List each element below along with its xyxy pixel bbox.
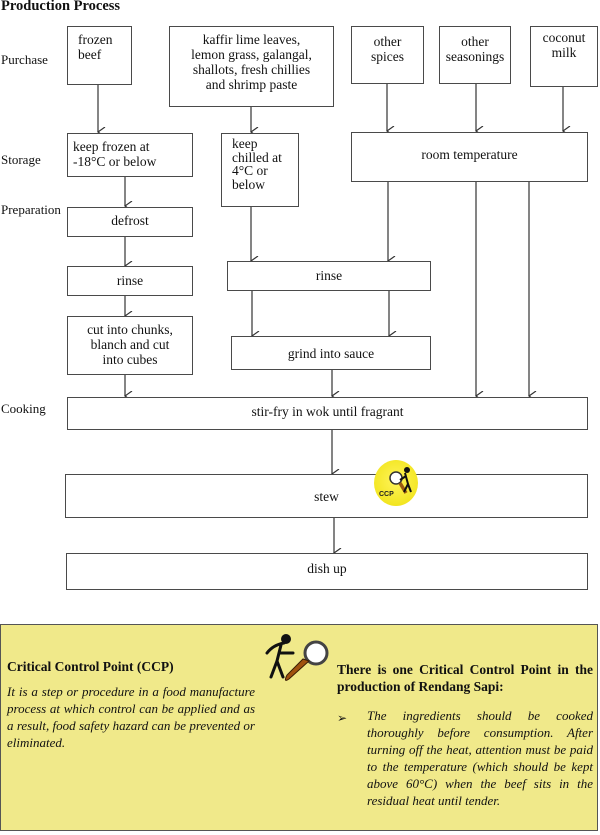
ccp-badge-label: CCP (379, 491, 394, 498)
box-text: stew (314, 489, 339, 504)
box-text: lemon grass, galangal, (191, 47, 312, 62)
box-text: -18°C or below (73, 154, 157, 169)
stage-label-purchase: Purchase (1, 52, 48, 67)
box-text: dish up (307, 561, 347, 576)
box-text: rinse (315, 268, 343, 283)
box-text: and shrimp paste (205, 77, 298, 92)
box-text: cut into chunks, (87, 322, 173, 337)
page-title: Production Process (1, 0, 121, 14)
box-keep-chilled: keep chilled at 4°C or below (221, 133, 299, 207)
box-text: coconut (542, 30, 586, 45)
box-text: defrost (111, 213, 149, 228)
box-rinse-beef: rinse (67, 266, 193, 296)
box-aromatics: kaffir lime leaves, lemon grass, galanga… (169, 26, 334, 107)
box-text: keep frozen at (73, 139, 150, 154)
box-text: rinse (116, 273, 144, 288)
box-text: keep (232, 136, 258, 151)
box-text: beef (78, 47, 102, 62)
ccp-badge: CCP (374, 460, 418, 506)
box-rinse-aromatics: rinse (227, 261, 431, 291)
box-text: into cubes (102, 352, 158, 367)
box-text: below (232, 176, 265, 192)
box-text: room temperature (421, 147, 518, 162)
box-stir-fry: stir-fry in wok until fragrant (67, 397, 588, 430)
box-text: milk (551, 45, 577, 60)
box-text: other (461, 34, 489, 49)
box-other-seasonings: other seasonings (439, 26, 511, 84)
ccp-definition-title: Critical Control Point (CCP) (7, 659, 174, 674)
ccp-definition-body: It is a step or procedure in a food manu… (7, 684, 255, 750)
flow-connectors (0, 84, 600, 620)
box-other-spices: other spices (351, 26, 424, 84)
box-text: blanch and cut (90, 337, 170, 352)
box-dish-up: dish up (66, 553, 588, 590)
stage-label-cooking: Cooking (1, 401, 46, 416)
ccp-bullet-text: The ingredients should be cooked thoroug… (367, 708, 593, 808)
box-text: frozen (78, 32, 113, 47)
stage-label-storage: Storage (1, 152, 41, 167)
magnifier-figure-icon (389, 467, 412, 494)
box-text: kaffir lime leaves, (202, 32, 301, 47)
stage-label-preparation: Preparation (1, 202, 61, 217)
inspector-figure-icon (265, 634, 329, 681)
box-grind-sauce: grind into sauce (231, 336, 431, 370)
box-room-temperature: room temperature (351, 132, 588, 182)
box-cut-blanch: cut into chunks, blanch and cut into cub… (67, 316, 193, 375)
box-text: chilled at (232, 149, 282, 165)
box-frozen-beef: frozen beef (67, 26, 132, 85)
box-defrost: defrost (67, 207, 193, 237)
box-keep-frozen: keep frozen at -18°C or below (67, 133, 193, 177)
ccp-summary-title: There is one Critical Control Point in t… (337, 662, 593, 694)
box-text: grind into sauce (287, 346, 375, 361)
box-coconut-milk: coconut milk (530, 26, 598, 87)
bullet-arrow-icon: ➢ (337, 711, 348, 725)
ccp-info-panel: Critical Control Point (CCP) It is a ste… (0, 624, 598, 831)
box-text: seasonings (445, 49, 505, 64)
box-text: spices (371, 49, 404, 64)
box-text: shallots, fresh chillies (192, 62, 311, 77)
box-stew: stew (65, 474, 588, 518)
box-text: other (373, 34, 402, 49)
box-text: 4°C or (232, 163, 268, 178)
box-text: stir-fry in wok until fragrant (251, 404, 404, 419)
